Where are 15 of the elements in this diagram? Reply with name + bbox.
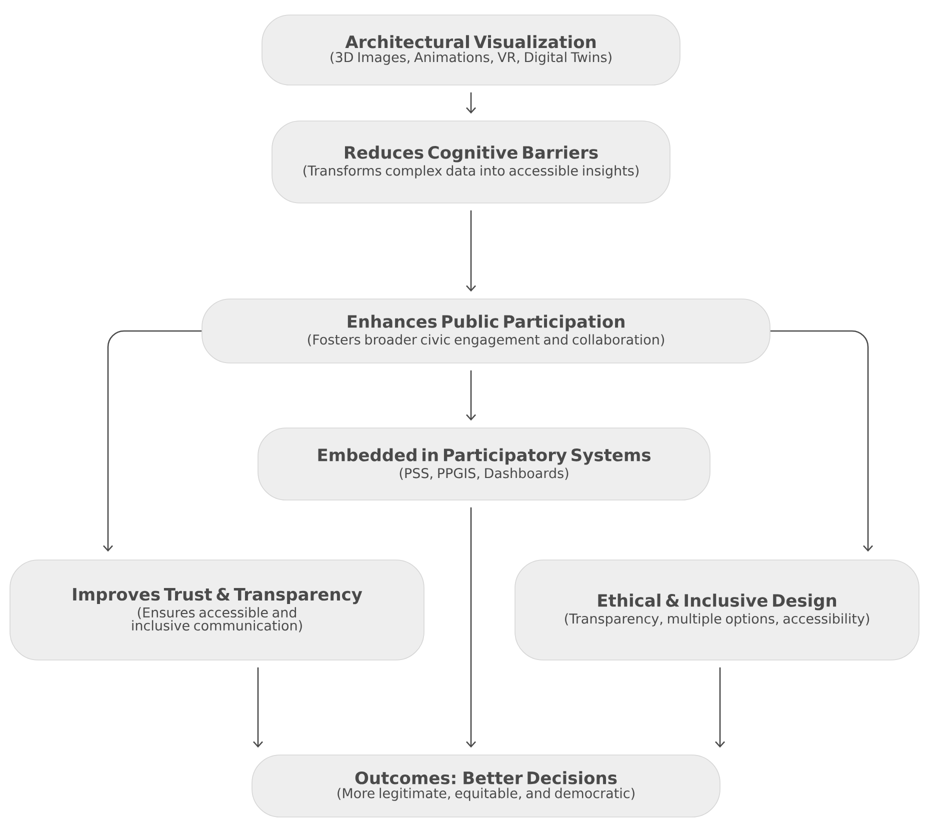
process-box: Outcomes: Better Decisions (More legitimate, equitable, and democratic) [252, 754, 720, 818]
arrow [466, 370, 476, 421]
process-box: Enhances Public Participation (Fosters broader civic engagement and collaboration) [202, 298, 770, 364]
process-box: Reduces Cognitive Barriers (Transforms complex data into accessible insights) [272, 120, 670, 204]
arrow [103, 330, 202, 552]
process-box: Embedded in Participatory Systems (PSS, PPGIS, Dashboards) [258, 428, 710, 500]
process-box: Architectural Visualization (3D Images, Animations, VR, Digital Twins) [262, 14, 680, 86]
process-box: Improves Trust & Transparency (Ensures accessible and inclusive communication) [10, 560, 424, 660]
arrow [466, 507, 476, 748]
arrow [466, 92, 476, 114]
arrow [466, 210, 476, 292]
arrow [715, 667, 725, 748]
arrow [770, 330, 873, 552]
arrow [253, 667, 263, 748]
process-box: Ethical & Inclusive Design (Transparency, multiple options, accessibility) [514, 560, 920, 660]
